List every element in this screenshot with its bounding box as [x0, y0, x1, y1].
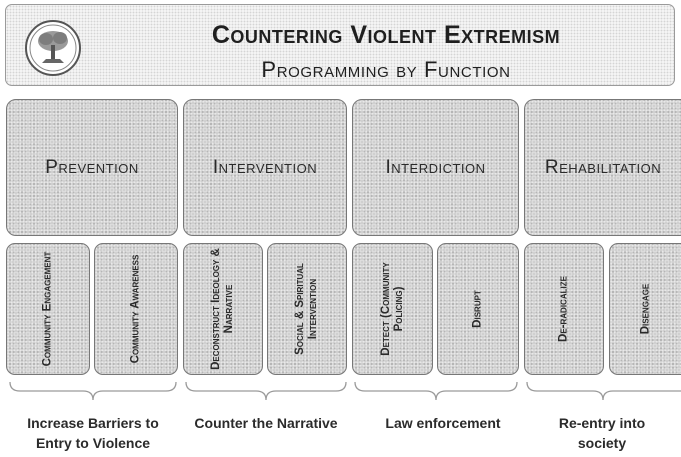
outcome-line: Increase Barriers to — [27, 415, 159, 431]
subfunction-label: Community Engagement — [41, 251, 54, 367]
title-banner: Countering Violent Extremism Programming… — [5, 4, 675, 86]
subfunction-social-spiritual: Social & Spiritual Intervention — [267, 243, 347, 375]
brace-rehabilitation — [526, 381, 681, 401]
function-label: Prevention — [45, 156, 139, 178]
outcome-line: Entry to Violence — [35, 435, 151, 451]
outcome-line: society — [577, 435, 627, 451]
subfunction-disengage: Disengage — [609, 243, 681, 375]
outcome-line: Re-entry into — [558, 415, 646, 431]
subfunction-detect: Detect (Community Policing) — [352, 243, 433, 375]
function-box-interdiction: Interdiction — [352, 99, 519, 236]
subfunction-community-engagement: Community Engagement — [6, 243, 90, 375]
function-box-intervention: Intervention — [183, 99, 347, 236]
subfunction-label: Detect (Community Policing) — [379, 262, 405, 356]
outcome-prevention: Increase Barriers to Entry to Violence — [0, 413, 186, 453]
subfunction-label: Social & Spiritual Intervention — [294, 263, 319, 355]
brace-prevention — [9, 381, 177, 401]
outcome-rehabilitation: Re-entry into society — [524, 413, 680, 453]
subfunction-label: Community Awareness — [129, 254, 142, 364]
brace-interdiction — [354, 381, 518, 401]
subfunction-community-awareness: Community Awareness — [94, 243, 178, 375]
outcome-interdiction: Law enforcement — [358, 413, 528, 433]
subfunction-label: Disengage — [639, 283, 651, 335]
outcome-line: Law enforcement — [385, 415, 501, 431]
function-label: Intervention — [212, 156, 318, 178]
diagram-title: Countering Violent Extremism — [211, 21, 561, 49]
brace-intervention — [185, 381, 347, 401]
function-box-prevention: Prevention — [6, 99, 178, 236]
subfunction-label: Disrupt — [471, 290, 484, 328]
subfunction-label: Deconstruct Ideology & Narrative — [210, 248, 235, 370]
subfunction-label: De-radicalize — [557, 276, 570, 342]
function-box-rehabilitation: Rehabilitation — [524, 99, 681, 236]
tree-seal-icon — [25, 20, 81, 76]
subfunction-disrupt: Disrupt — [437, 243, 519, 375]
function-label: Interdiction — [385, 156, 486, 178]
diagram-subtitle: Programming by Function — [261, 57, 511, 82]
subfunction-de-radicalize: De-radicalize — [524, 243, 604, 375]
function-label: Rehabilitation — [544, 156, 662, 178]
outcome-line: Counter the Narrative — [194, 415, 338, 431]
subfunction-deconstruct-ideology: Deconstruct Ideology & Narrative — [183, 243, 263, 375]
outcome-intervention: Counter the Narrative — [178, 413, 354, 433]
